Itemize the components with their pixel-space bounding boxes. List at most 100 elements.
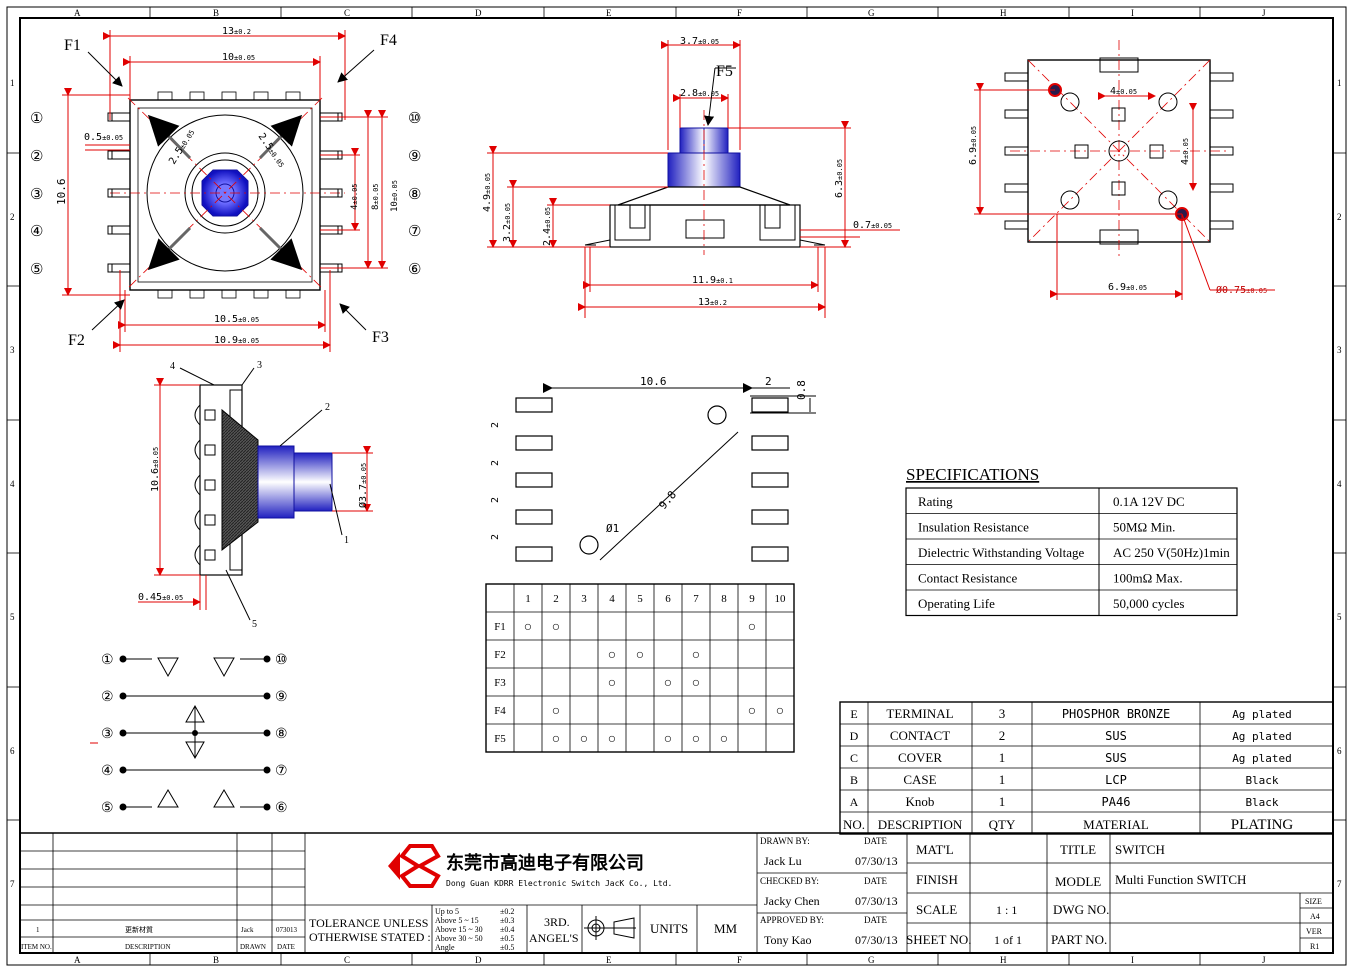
terminal-pin (107, 263, 131, 273)
spec-value: 100mΩ Max. (1113, 571, 1183, 586)
bom-header-mat: MATERIAL (1083, 817, 1149, 832)
bom-cell-plating: Ag plated (1232, 708, 1292, 721)
truth-col-header: 6 (665, 593, 671, 605)
contact-mark: ○ (608, 648, 616, 663)
zone-col-bottom: G (868, 955, 875, 965)
title-block: 1 更新材質 Jack 073013 ITEM NO. DESCRIPTION … (20, 832, 1333, 953)
terminal-pin (1004, 146, 1029, 156)
schematic-pin-right: ⑧ (275, 727, 288, 742)
bom-cell-no: A (850, 795, 859, 809)
rev-h-item: ITEM NO. (21, 943, 52, 951)
date-3: 07/30/13 (855, 933, 898, 947)
footprint-pad (751, 472, 789, 488)
schematic-pin-right: ⑥ (275, 801, 288, 816)
truth-col-header: 2 (553, 593, 559, 605)
terminal-pin (1004, 72, 1029, 82)
dim-r8: 8±0.05 (371, 184, 381, 211)
dwg-label: DWG NO. (1053, 902, 1109, 917)
schematic-pin-left: ⑤ (101, 801, 114, 816)
zone-col-top: E (606, 8, 612, 18)
truth-col-header: 3 (581, 593, 587, 605)
scale-value: 1 : 1 (996, 903, 1017, 917)
fp-pad-h: 0.8 (795, 380, 808, 400)
bom-cell-desc: Knob (906, 794, 935, 809)
bom-header-desc: DESCRIPTION (878, 817, 963, 832)
terminal-pin (1209, 109, 1234, 119)
bom-cell-mat: SUS (1105, 729, 1127, 743)
zone-row-left: 5 (10, 612, 15, 622)
tolerance-range: Up to 5 (435, 907, 459, 916)
schematic-pin-left: ② (101, 690, 114, 705)
dim-bv-c: 4±0.05 (1180, 138, 1191, 165)
schematic-pin-left: ④ (101, 764, 114, 779)
dim-sv-t: 0.45±0.05 (138, 592, 183, 603)
part-5: 5 (252, 619, 257, 630)
dim-bv-b: 6.9±0.05 (968, 126, 979, 165)
dim-sv-h: 10.6±0.05 (150, 447, 161, 492)
callout-f4: F4 (380, 32, 397, 49)
zone-row-left: 2 (10, 212, 15, 222)
contact-mark: ○ (524, 620, 532, 635)
part-3: 3 (257, 360, 262, 371)
pin-number-right: ⑥ (408, 262, 421, 278)
projection-2: ANGEL'S (529, 931, 579, 945)
footprint-pad (751, 397, 789, 413)
contact-mark: ○ (552, 732, 560, 747)
contact-bump (194, 439, 201, 461)
zone-ticks (7, 7, 1346, 965)
rev-item: 1 (36, 926, 40, 934)
fp-pitch-label: 2 (490, 534, 501, 540)
zone-col-top: D (475, 8, 482, 18)
contact-mark: ○ (608, 676, 616, 691)
bom-cell-no: C (850, 751, 858, 765)
part-2: 2 (325, 402, 330, 413)
contact-mark: ○ (776, 704, 784, 719)
contact-mark: ○ (692, 648, 700, 663)
contact-mark: ○ (748, 704, 756, 719)
ver-label: VER (1306, 927, 1323, 936)
dim-r10: 10±0.05 (390, 180, 400, 212)
pin-number-right: ⑩ (408, 111, 421, 127)
rev-h-drawn: DRAWN (240, 943, 266, 951)
contact-bump (194, 509, 201, 531)
zone-row-right: 2 (1337, 212, 1342, 222)
zone-row-right: 1 (1337, 78, 1342, 88)
dim-sv-dia: Ø3.7±0.05 (357, 463, 369, 508)
terminal-pin (107, 112, 131, 122)
zone-row-right: 7 (1337, 879, 1342, 889)
zone-col-top: G (868, 8, 875, 18)
schematic-pin-left: ① (101, 653, 114, 668)
spec-name: Operating Life (918, 596, 995, 611)
truth-col-header: 1 (525, 593, 531, 605)
bom-cell-no: B (850, 773, 858, 787)
terminal-pin (107, 150, 131, 160)
terminal-pin (107, 225, 131, 235)
contact-mark: ○ (580, 732, 588, 747)
truth-col-header: 10 (775, 593, 787, 605)
bom-cell-desc: CASE (903, 772, 936, 787)
part-label: PART NO. (1051, 932, 1107, 947)
bom-cell-qty: 2 (999, 728, 1006, 743)
pin-number-right: ⑧ (408, 187, 421, 203)
contact-pad (204, 514, 216, 526)
bom-cell-plating: Ag plated (1232, 730, 1292, 743)
drawn-by-label: DRAWN BY: (760, 836, 810, 846)
tolerance-label-1: TOLERANCE UNLESS (309, 916, 428, 930)
terminal-pin (1004, 183, 1029, 193)
zone-col-top: F (737, 8, 742, 18)
bom-cell-qty: 1 (999, 750, 1006, 765)
bom-cell-plating: Ag plated (1232, 752, 1292, 765)
fp-pitch-label: 2 (490, 422, 501, 428)
zone-col-top: I (1131, 8, 1134, 18)
zone-row-left: 3 (10, 345, 15, 355)
projection-1: 3RD. (544, 915, 570, 929)
bom-header-plating: PLATING (1231, 817, 1294, 833)
zone-col-bottom: E (606, 955, 612, 965)
title-value: SWITCH (1115, 842, 1165, 857)
bom-cell-no: E (850, 707, 857, 721)
spec-title: SPECIFICATIONS (906, 465, 1039, 484)
projection-symbol-icon (584, 916, 636, 940)
zone-row-right: 6 (1337, 746, 1342, 756)
